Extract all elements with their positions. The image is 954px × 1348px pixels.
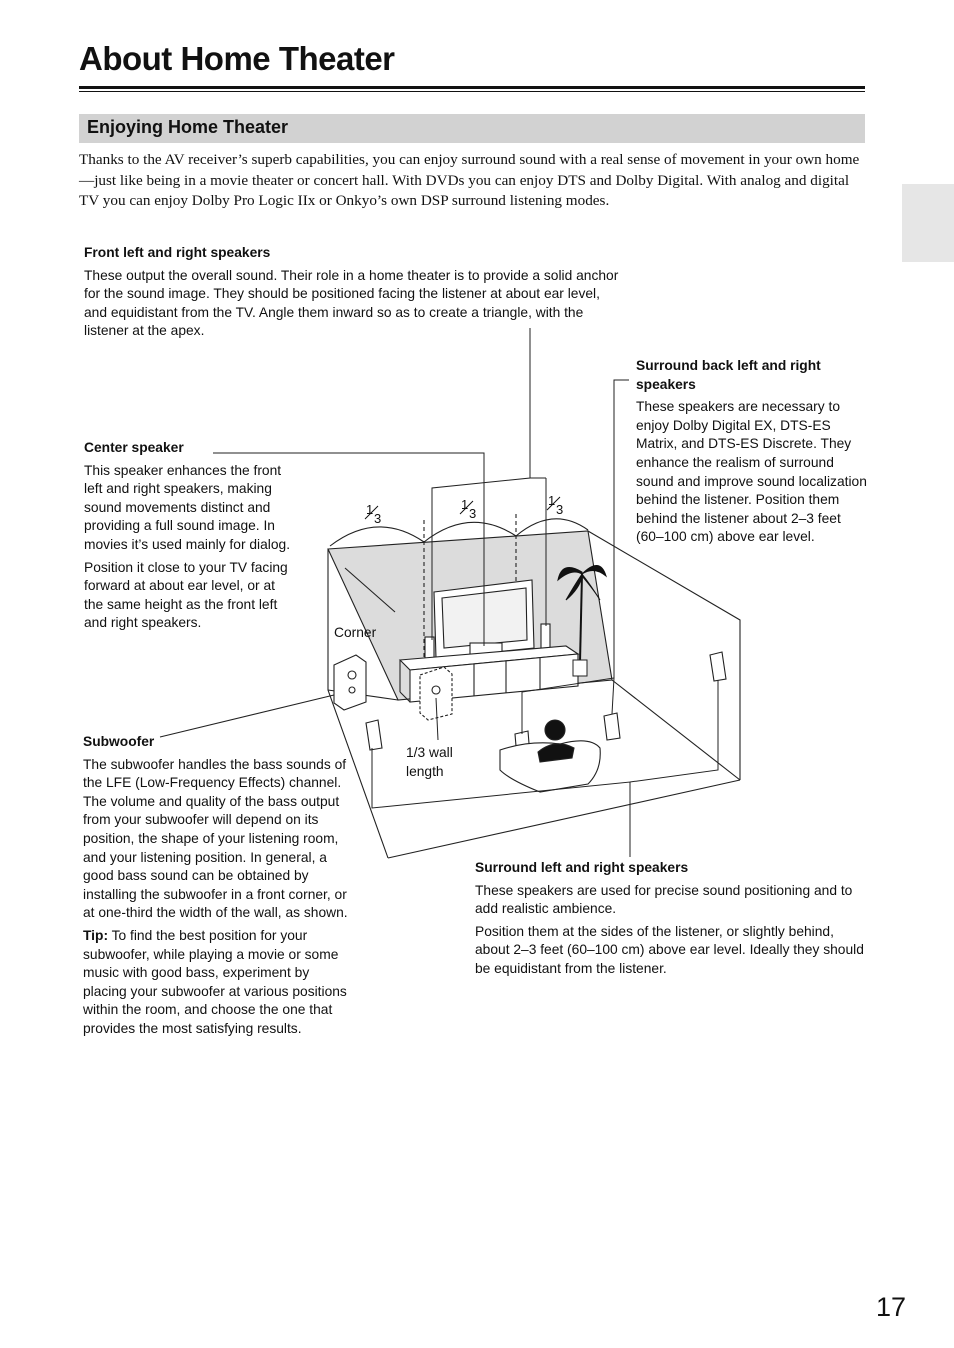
- surround-right-speaker: [709, 651, 727, 682]
- wall-length-label: 1/3 wall length: [406, 745, 453, 779]
- fraction-3-num: 1: [548, 493, 555, 508]
- room-floor-front-edge: [387, 779, 741, 859]
- front-speakers-body: These output the overall sound. Their ro…: [84, 267, 619, 339]
- corner-pointer: [344, 567, 396, 613]
- title-rule: [79, 86, 865, 89]
- page-number: 17: [875, 1292, 906, 1322]
- surround-back-note: Surround back left and right speakers Th…: [636, 357, 872, 547]
- surround-back-right-speaker: [603, 712, 621, 741]
- plant-pot: [572, 659, 588, 677]
- section-title: Enjoying Home Theater: [87, 117, 289, 137]
- subwoofer-tip: Tip: To find the best position for your …: [83, 927, 351, 1039]
- sofa: [499, 740, 601, 793]
- front-speakers-heading: Front left and right speakers: [84, 245, 271, 260]
- plant-leaves: [557, 565, 607, 601]
- title-rule-thin: [79, 91, 865, 92]
- center-speaker-note: Center speaker This speaker enhances the…: [84, 439, 292, 633]
- page-title: About Home Theater: [79, 40, 395, 77]
- subwoofer-note: Subwoofer The subwoofer handles the bass…: [83, 733, 351, 1039]
- surround-speakers-heading: Surround left and right speakers: [475, 860, 689, 875]
- tip-label: Tip:: [83, 927, 109, 943]
- subwoofer-corner: [333, 654, 367, 711]
- surround-speakers-body-2: Position them at the sides of the listen…: [475, 923, 864, 976]
- fraction-1-num: 1: [366, 502, 373, 517]
- corner-label: Corner: [334, 625, 377, 640]
- center-speaker-body-2: Position it close to your TV facing forw…: [84, 559, 288, 631]
- room-floor-right-edge: [611, 679, 741, 781]
- surround-speakers-body-1: These speakers are used for precise soun…: [475, 882, 853, 917]
- intro-paragraph: Thanks to the AV receiver’s superb capab…: [79, 151, 860, 209]
- plant-trunk: [579, 573, 583, 663]
- surround-left-speaker: [365, 719, 383, 751]
- surround-speakers-note: Surround left and right speakers These s…: [475, 859, 867, 979]
- subwoofer-heading: Subwoofer: [83, 734, 155, 749]
- tip-body: To find the best position for your subwo…: [83, 927, 347, 1036]
- center-speaker-body-1: This speaker enhances the front left and…: [84, 462, 291, 552]
- listener-head: [544, 719, 566, 741]
- third-arc-1: [329, 526, 425, 547]
- surround-callout-line: [371, 748, 631, 857]
- subwoofer-body: The subwoofer handles the bass sounds of…: [83, 756, 348, 921]
- wall-callout-line: [435, 697, 439, 741]
- third-arc-2: [423, 521, 517, 543]
- surround-back-body: These speakers are necessary to enjoy Do…: [636, 399, 867, 545]
- surround-back-heading: Surround back left and right speakers: [636, 358, 821, 392]
- third-arc-3: [515, 518, 589, 537]
- fraction-3-den: 3: [556, 502, 563, 517]
- section-header: Enjoying Home Theater: [79, 114, 865, 143]
- fraction-2-den: 3: [469, 506, 476, 521]
- fraction-2-num: 1: [461, 497, 468, 512]
- listener-body: [537, 743, 575, 763]
- side-tab: [902, 184, 954, 262]
- front-callout-line: [431, 328, 531, 640]
- center-callout-line: [213, 452, 485, 646]
- subwoofer-callout-line: [159, 694, 335, 738]
- room-right-wall: [587, 530, 741, 780]
- fraction-1-den: 3: [374, 511, 381, 526]
- center-speaker-heading: Center speaker: [84, 440, 184, 455]
- front-speakers-note: Front left and right speakers These outp…: [84, 244, 624, 341]
